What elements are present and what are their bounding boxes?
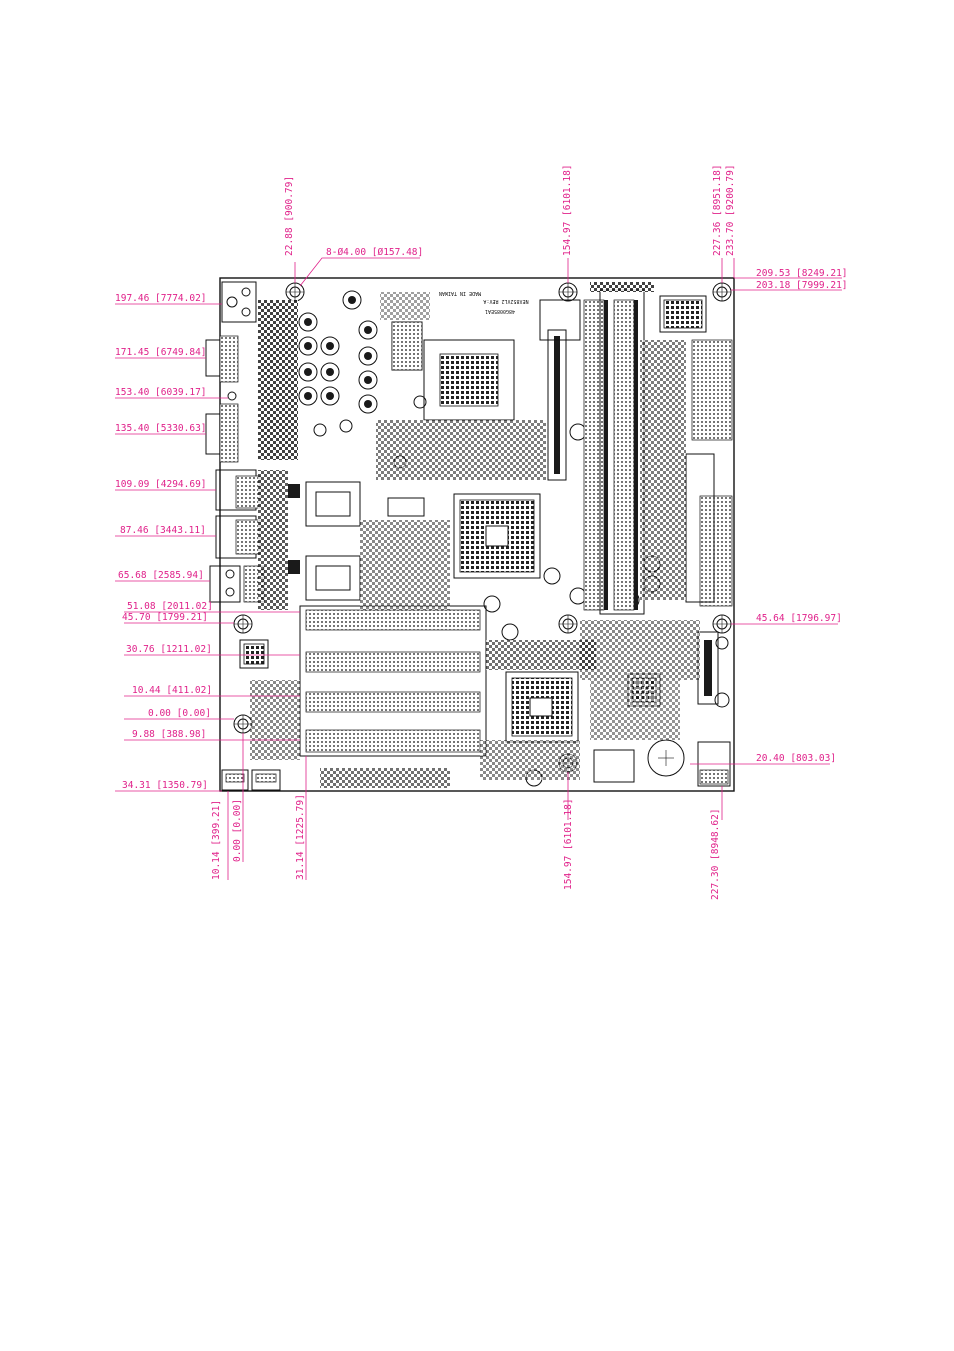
dim-bottom-5: 227.30 [8948.62] [710,808,721,900]
dim-bottom-3: 31.14 [1225.79] [295,794,306,880]
dim-bottom-4: 154.97 [6101.18] [563,798,574,890]
dim-left-2: 171.45 [6749.84] [115,347,207,358]
dimension-labels: 22.88 [900.79] 154.97 [6101.18] 227.36 [… [115,164,848,900]
dim-bottom-1: 10.14 [399.21] [211,800,222,880]
dim-left-1: 197.46 [7774.02] [115,293,207,304]
dim-left-4: 135.40 [5330.63] [115,423,207,434]
board-silkscreen: MADE IN TAIWAN NEX852VL2 REV:A 48G0085EA… [439,290,529,314]
southbridge-chip [505,671,579,743]
component-area [250,282,700,788]
dim-left-12: 0.00 [0.00] [148,708,211,719]
dim-left-8: 51.08 [2011.02] [127,601,213,612]
origin-text: MADE IN TAIWAN [439,290,481,296]
mounting-hole [558,614,578,634]
part-number-text: 48G0085EA1 [485,308,515,314]
pci-slots [299,605,487,757]
dim-top-2: 154.97 [6101.18] [562,164,573,256]
dim-top-3: 227.36 [8951.18] [712,164,723,256]
dim-top-4: 233.70 [9200.79] [725,164,736,256]
memory-slots [583,289,645,615]
hole-callout: 8-Ø4.00 [Ø157.48] [326,247,423,258]
dim-left-10: 30.76 [1211.02] [126,644,212,655]
agp-slot [547,329,567,481]
model-text: NEX852VL2 REV:A [483,298,528,304]
dim-left-9: 45.70 [1799.21] [122,612,208,623]
rear-io-connectors [205,281,281,791]
dim-left-6: 87.46 [3443.11] [120,525,206,536]
dim-top-1: 22.88 [900.79] [284,176,295,256]
dim-right-2: 20.40 [803.03] [756,753,836,764]
dim-left-7: 65.68 [2585.94] [118,570,204,581]
mounting-hole [714,636,730,708]
dim-top-right-1: 209.53 [8249.21] [756,268,848,279]
mounting-hole [712,614,732,634]
dim-left-13: 9.88 [388.98] [132,729,206,740]
dim-top-right-2: 203.18 [7999.21] [756,280,848,291]
ide-connectors [685,339,733,705]
mounting-hole [712,282,732,302]
dim-right-1: 45.64 [1796.97] [756,613,842,624]
dim-bottom-2: 0.00 [0.00] [232,799,243,862]
northbridge-chip [453,493,541,579]
dim-left-11: 10.44 [411.02] [132,685,212,696]
mounting-hole [285,282,305,302]
mounting-hole [233,614,253,634]
mounting-hole [233,714,253,734]
dimension-leaders [115,257,842,880]
dim-left-5: 109.09 [4294.69] [115,479,207,490]
mounting-hole [558,282,578,302]
dim-left-3: 153.40 [6039.17] [115,387,207,398]
dim-left-14: 34.31 [1350.79] [122,780,208,791]
